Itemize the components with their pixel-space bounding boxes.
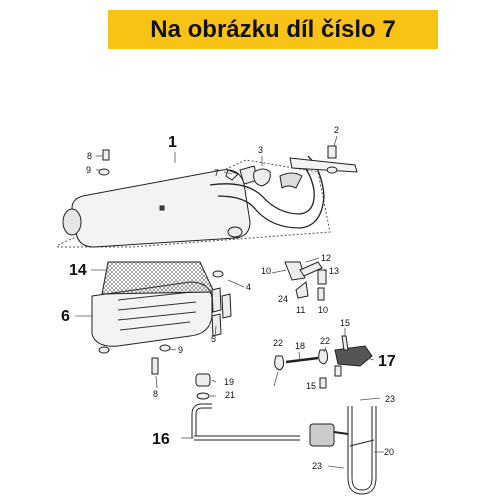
gasket-and-bolt [253, 145, 338, 187]
callout-10-right: 10 [318, 305, 328, 315]
callout-16: 16 [152, 431, 170, 448]
callout-11: 11 [296, 305, 305, 315]
callout-14: 14 [69, 262, 87, 279]
callout-8-top: 8 [87, 151, 92, 161]
bolt-8-bottom [98, 344, 171, 375]
callout-22-left: 22 [273, 338, 283, 348]
exhaust-muffler-assembly [57, 155, 358, 248]
callout-8-bottom: 8 [153, 389, 158, 399]
callout-6: 6 [61, 308, 70, 325]
shield-screws [211, 270, 232, 337]
callout-19: 19 [224, 377, 234, 387]
mesh-screen [101, 261, 215, 295]
callout-18: 18 [295, 341, 305, 351]
callout-13: 13 [329, 266, 339, 276]
callout-15-top: 15 [340, 318, 350, 328]
callout-7: 7 [214, 168, 219, 178]
leader-lines [75, 135, 384, 469]
callout-9-bottom: 9 [178, 345, 183, 355]
callout-labels: 1 2 3 7 8 9 14 6 4 5 9 8 10 12 13 24 11 … [61, 125, 396, 471]
breather-hose-valve [191, 403, 377, 495]
title-banner: Na obrázku díl číslo 7 [108, 10, 438, 49]
grommet-and-washer [195, 373, 211, 400]
callout-15-bottom: 15 [306, 381, 316, 391]
callout-5: 5 [211, 334, 216, 344]
callout-17: 17 [378, 353, 396, 370]
callout-2: 2 [334, 125, 339, 135]
callout-23-top: 23 [385, 394, 395, 404]
callout-4: 4 [246, 282, 251, 292]
callout-9-top: 9 [86, 165, 91, 175]
callout-21: 21 [225, 390, 235, 400]
callout-10-left: 10 [261, 266, 271, 276]
banner-title: Na obrázku díl číslo 7 [150, 16, 396, 43]
bracket-group [284, 261, 327, 301]
callout-20: 20 [384, 447, 394, 457]
callout-3: 3 [258, 145, 263, 155]
callout-22-right: 22 [320, 336, 330, 346]
clamp-parts [274, 349, 329, 371]
callout-1: 1 [168, 134, 177, 151]
bolt-8-top [98, 149, 110, 176]
callout-24: 24 [278, 294, 288, 304]
callout-12: 12 [321, 253, 331, 263]
callout-23-bottom: 23 [312, 461, 322, 471]
